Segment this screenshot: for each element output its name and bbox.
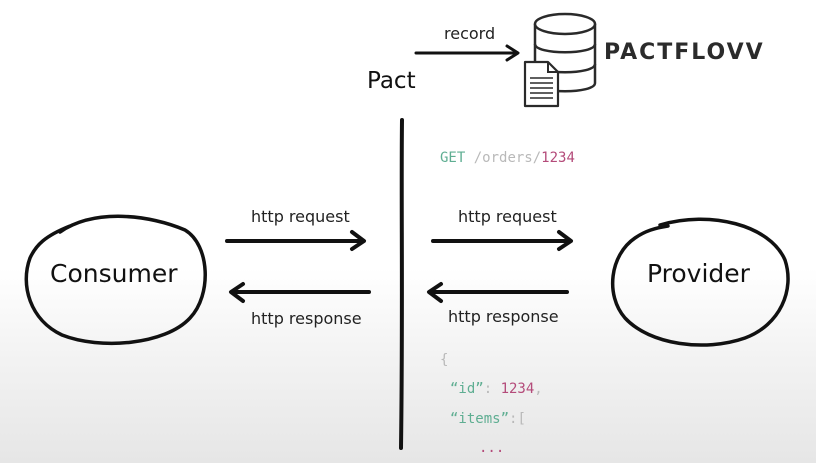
response-open-brace: {	[440, 352, 449, 368]
consumer-label: Consumer	[50, 259, 178, 288]
response-items-key: “items”	[450, 411, 510, 427]
left-request-arrow	[225, 230, 366, 251]
response-id-comma: ,	[534, 381, 543, 397]
pactflow-logo-text: PACTFLOVV	[604, 40, 765, 65]
response-items-line: “items”:[	[450, 411, 526, 427]
left-request-label: http request	[251, 207, 350, 226]
response-id-line: “id”: 1234,	[450, 381, 543, 397]
request-method: GET	[440, 150, 466, 166]
response-id-key: “id”	[450, 381, 484, 397]
request-path-prefix: /orders/	[473, 150, 542, 166]
response-id-colon: :	[483, 381, 501, 397]
request-code-line: GET /orders/1234	[440, 150, 575, 166]
pact-title: Pact	[367, 68, 416, 94]
left-response-label: http response	[251, 309, 362, 328]
document-icon	[523, 60, 560, 108]
record-arrow	[414, 44, 520, 62]
response-items-open: [	[517, 411, 526, 427]
response-items-colon: :	[509, 411, 518, 427]
consumer-circle	[24, 214, 207, 346]
right-request-arrow	[431, 230, 573, 251]
record-label: record	[444, 24, 496, 43]
left-response-arrow	[229, 282, 371, 303]
provider-circle	[611, 217, 790, 347]
right-response-arrow	[427, 282, 569, 303]
request-path-id: 1234	[541, 150, 575, 166]
right-request-label: http request	[458, 207, 557, 226]
response-ellipsis: ...	[479, 440, 505, 456]
provider-label: Provider	[647, 259, 750, 288]
response-id-value: 1234	[500, 381, 535, 397]
right-response-label: http response	[448, 307, 559, 326]
pact-divider-line	[399, 118, 404, 450]
